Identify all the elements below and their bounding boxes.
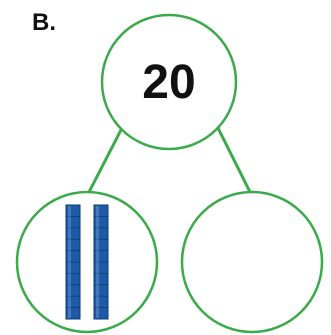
connector-left <box>85 127 124 197</box>
connector-right <box>216 127 254 197</box>
problem-label: B. <box>32 9 56 36</box>
ten-rod-highlight <box>96 206 99 318</box>
ten-rod-highlight <box>68 206 71 318</box>
whole-value: 20 <box>142 56 195 109</box>
whole-circle <box>100 13 238 151</box>
ten-rod-1 <box>65 204 81 320</box>
ten-rod-2 <box>93 204 109 320</box>
part-circle-left <box>15 190 159 334</box>
ten-rods-group <box>65 204 109 320</box>
part-circle-right <box>180 190 324 334</box>
